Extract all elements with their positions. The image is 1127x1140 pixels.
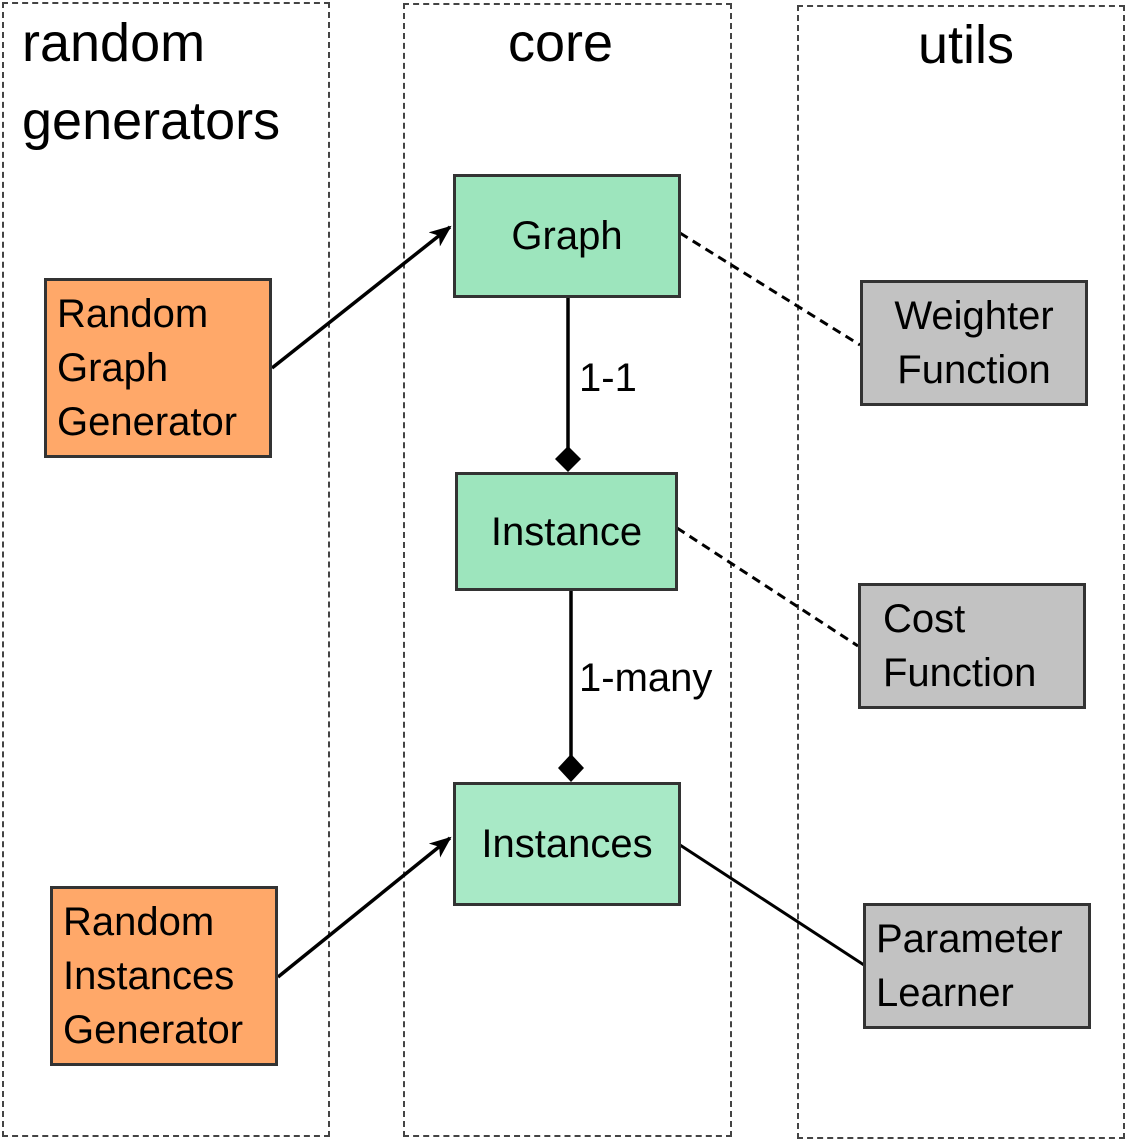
dependency-graph-weighter xyxy=(679,231,861,347)
parameter-learner-label-2: Learner xyxy=(876,971,1014,1015)
random-instances-generator-box: Random Instances Generator xyxy=(50,886,278,1066)
weighter-function-label-2: Function xyxy=(897,348,1051,392)
graph-box-label: Graph xyxy=(511,214,623,258)
random-graph-generator-label-3: Generator xyxy=(57,400,238,444)
edge-label-1-many: 1-many xyxy=(579,656,713,700)
random-graph-generator-box: Random Graph Generator xyxy=(44,278,272,458)
lane-title-random-generators-line1: random xyxy=(22,13,206,73)
arrow-random-instances-to-instances xyxy=(276,836,452,979)
graph-box: Graph xyxy=(453,174,681,298)
instances-box-label: Instances xyxy=(481,822,653,866)
cost-function-box: Cost Function xyxy=(858,583,1086,709)
random-graph-generator-label-1: Random xyxy=(57,292,209,336)
cost-function-label-1: Cost xyxy=(883,597,966,641)
lane-core xyxy=(403,3,732,1137)
composition-diamond-instances xyxy=(558,754,584,782)
parameter-learner-box: Parameter Learner xyxy=(863,903,1091,1029)
weighter-function-label-1: Weighter xyxy=(894,294,1054,338)
lane-random-generators xyxy=(2,2,330,1137)
instance-box: Instance xyxy=(455,472,678,591)
instances-box: Instances xyxy=(453,782,681,906)
lane-title-random-generators-line2: generators xyxy=(22,91,281,151)
random-graph-generator-label-2: Graph xyxy=(57,346,169,390)
composition-diamond-instance xyxy=(555,446,581,472)
lane-title-utils: utils xyxy=(918,15,1015,75)
instance-box-label: Instance xyxy=(490,509,643,554)
edge-label-1-1: 1-1 xyxy=(579,356,637,400)
lane-utils xyxy=(797,5,1125,1139)
lane-title-core: core xyxy=(508,13,614,73)
random-instances-generator-label-1: Random xyxy=(63,900,215,944)
dependency-instance-cost xyxy=(676,526,859,648)
association-instances-parameter-learner xyxy=(679,843,865,967)
random-instances-generator-label-3: Generator xyxy=(63,1008,244,1052)
arrow-random-graph-to-graph xyxy=(270,225,452,370)
cost-function-label-2: Function xyxy=(883,651,1037,695)
weighter-function-box: Weighter Function xyxy=(860,280,1088,406)
random-instances-generator-label-2: Instances xyxy=(63,954,235,998)
parameter-learner-label-1: Parameter xyxy=(876,917,1063,961)
